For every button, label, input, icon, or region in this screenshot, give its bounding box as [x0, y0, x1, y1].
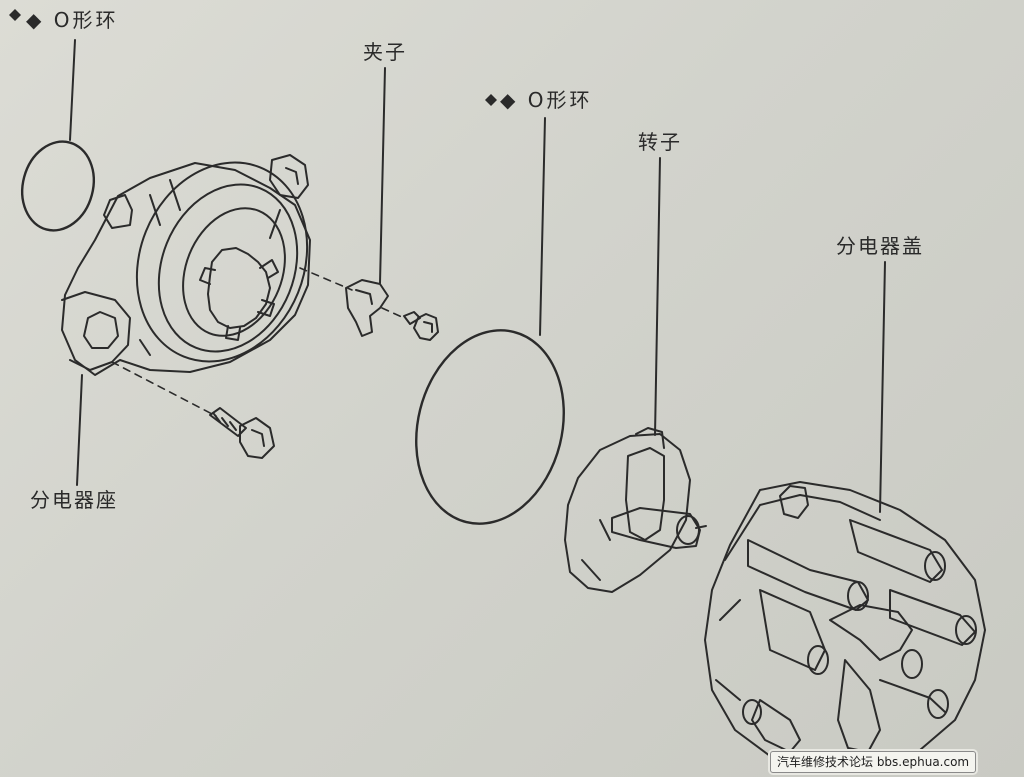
leader-lines	[69, 39, 886, 513]
distributor-cap	[704, 481, 986, 771]
clip-part	[345, 279, 389, 337]
assembly-dashes	[111, 267, 405, 417]
watermark-badge: 汽车维修技术论坛 bbs.ephua.com	[770, 751, 977, 773]
diamond-markers	[9, 9, 497, 106]
screw-small	[403, 311, 439, 341]
bolt-long	[209, 407, 275, 459]
rotor-part	[564, 427, 707, 593]
label-clip: 夹子	[363, 40, 407, 64]
diamond-icon	[9, 9, 21, 21]
label-distributor-cap: 分电器盖	[836, 234, 924, 258]
label-rotor: 转子	[638, 130, 682, 154]
label-distributor-housing: 分电器座	[30, 488, 118, 512]
o-ring-large	[415, 329, 565, 525]
label-o-ring-top: ◆ O形环	[26, 8, 119, 32]
o-ring-small	[21, 140, 95, 232]
diamond-icon	[485, 94, 497, 106]
label-o-ring-middle: ◆ O形环	[500, 88, 593, 112]
distributor-housing	[61, 154, 311, 376]
